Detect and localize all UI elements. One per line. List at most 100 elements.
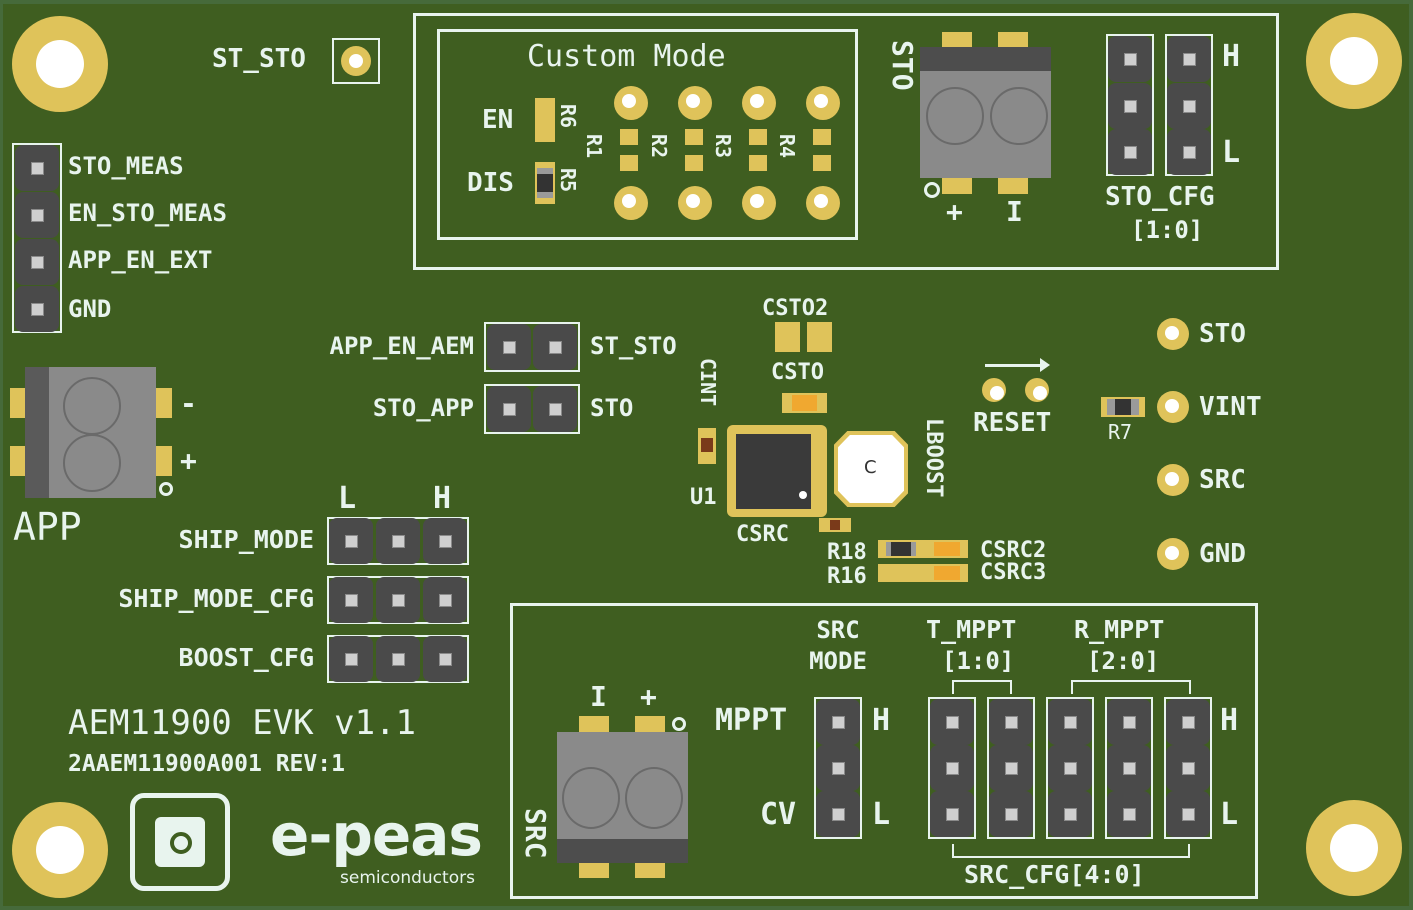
app-en-ext-label: APP_EN_EXT (68, 246, 213, 274)
header-pin[interactable] (930, 745, 974, 791)
header-pin[interactable] (1167, 129, 1211, 175)
header-pin[interactable] (423, 518, 467, 564)
sto-pad (998, 178, 1028, 194)
header-pin[interactable] (989, 745, 1033, 791)
r-mppt-range: [2:0] (1087, 647, 1160, 675)
r2-bottom-pad[interactable] (678, 186, 712, 220)
app-en-aem-jumper (484, 322, 580, 372)
header-pin[interactable] (1108, 36, 1152, 82)
header-pin[interactable] (15, 239, 59, 285)
header-pin[interactable] (15, 192, 59, 238)
src-cfg-low: L (1220, 797, 1239, 832)
app-terminal-block[interactable] (25, 367, 156, 498)
header-pin[interactable] (930, 699, 974, 745)
src-pad (635, 862, 665, 878)
header-pin[interactable] (989, 699, 1033, 745)
mounting-hole-bottom-left (12, 802, 108, 898)
sto-cfg-range: [1:0] (1131, 216, 1204, 244)
r4-bottom-pad[interactable] (806, 186, 840, 220)
r3-bottom-pad[interactable] (742, 186, 776, 220)
r2-top-pad[interactable] (678, 86, 712, 120)
header-pin[interactable] (816, 745, 860, 791)
header-pin[interactable] (1108, 83, 1152, 129)
header-pin[interactable] (1107, 745, 1151, 791)
r-mppt-header-1 (1105, 697, 1153, 839)
r-mppt-header-0 (1164, 697, 1212, 839)
header-pin[interactable] (376, 636, 420, 682)
src-cfg-label: SRC_CFG[4:0] (964, 860, 1145, 889)
csto-label: CSTO (771, 360, 824, 385)
app-label: APP (13, 505, 82, 549)
header-pin[interactable] (329, 636, 373, 682)
header-pin[interactable] (533, 324, 577, 370)
header-pin[interactable] (1048, 791, 1092, 837)
header-pin[interactable] (1108, 129, 1152, 175)
sto-cfg-low: L (1222, 135, 1241, 170)
header-pin[interactable] (15, 286, 59, 332)
r1-bottom-pad[interactable] (614, 186, 648, 220)
r3-top-pad[interactable] (742, 86, 776, 120)
header-pin[interactable] (989, 791, 1033, 837)
header-pin[interactable] (1107, 791, 1151, 837)
vint-testpoint[interactable] (1157, 391, 1189, 423)
r3-label: R3 (711, 134, 735, 159)
sto-testpoint[interactable] (1157, 318, 1189, 350)
header-pin[interactable] (1048, 699, 1092, 745)
r4-label: R4 (775, 134, 799, 159)
src-terminal-block[interactable] (557, 732, 688, 863)
header-pin[interactable] (329, 518, 373, 564)
r16-csrc3-pads (878, 564, 968, 582)
r6-label: R6 (556, 104, 580, 129)
u1-chip (727, 425, 827, 517)
csrc-capacitor (819, 518, 851, 532)
u1-label: U1 (690, 485, 717, 510)
lboost-label: LBOOST (921, 418, 946, 498)
app-minus-label: - (180, 387, 197, 420)
header-pin[interactable] (1167, 36, 1211, 82)
app-en-aem-label: APP_EN_AEM (329, 332, 475, 360)
header-pin[interactable] (423, 577, 467, 623)
r7-label: R7 (1108, 420, 1133, 444)
gnd-testpoint[interactable] (1157, 538, 1189, 570)
src-testpoint[interactable] (1157, 464, 1189, 496)
r-mppt-header-2 (1046, 697, 1094, 839)
header-pin[interactable] (1107, 699, 1151, 745)
r2-pad (685, 155, 703, 171)
csto2-pad (775, 322, 800, 352)
arrow-head-icon (1040, 358, 1050, 372)
r4-pad (813, 155, 831, 171)
config-low-label: L (338, 481, 357, 516)
vint-testpoint-label: VINT (1199, 392, 1262, 422)
gnd-testpoint-label: GND (1199, 539, 1246, 569)
header-pin[interactable] (376, 577, 420, 623)
st-sto-testpoint[interactable] (332, 38, 380, 84)
source-section-frame (510, 603, 1258, 899)
header-pin[interactable] (329, 577, 373, 623)
reset-pad[interactable] (1025, 378, 1049, 402)
header-pin[interactable] (376, 518, 420, 564)
sto-terminal-block[interactable] (920, 47, 1051, 178)
r1-top-pad[interactable] (614, 86, 648, 120)
header-pin[interactable] (1166, 791, 1210, 837)
csrc3-label: CSRC3 (980, 560, 1047, 585)
r6-resistor (535, 98, 555, 142)
header-pin[interactable] (1166, 699, 1210, 745)
src-cfg-bracket (952, 844, 1190, 858)
header-pin[interactable] (816, 791, 860, 837)
header-pin[interactable] (1167, 83, 1211, 129)
header-pin[interactable] (1048, 745, 1092, 791)
header-pin[interactable] (1166, 745, 1210, 791)
header-pin[interactable] (15, 145, 59, 191)
header-pin[interactable] (533, 386, 577, 432)
header-pin[interactable] (816, 699, 860, 745)
r4-top-pad[interactable] (806, 86, 840, 120)
reset-pad[interactable] (982, 378, 1006, 402)
header-pin[interactable] (930, 791, 974, 837)
header-pin[interactable] (487, 386, 531, 432)
cv-label: CV (760, 797, 797, 832)
pin1-marker (924, 182, 940, 198)
src-minus-label: I (590, 680, 607, 713)
header-pin[interactable] (423, 636, 467, 682)
header-pin[interactable] (487, 324, 531, 370)
en-label: EN (482, 105, 514, 135)
